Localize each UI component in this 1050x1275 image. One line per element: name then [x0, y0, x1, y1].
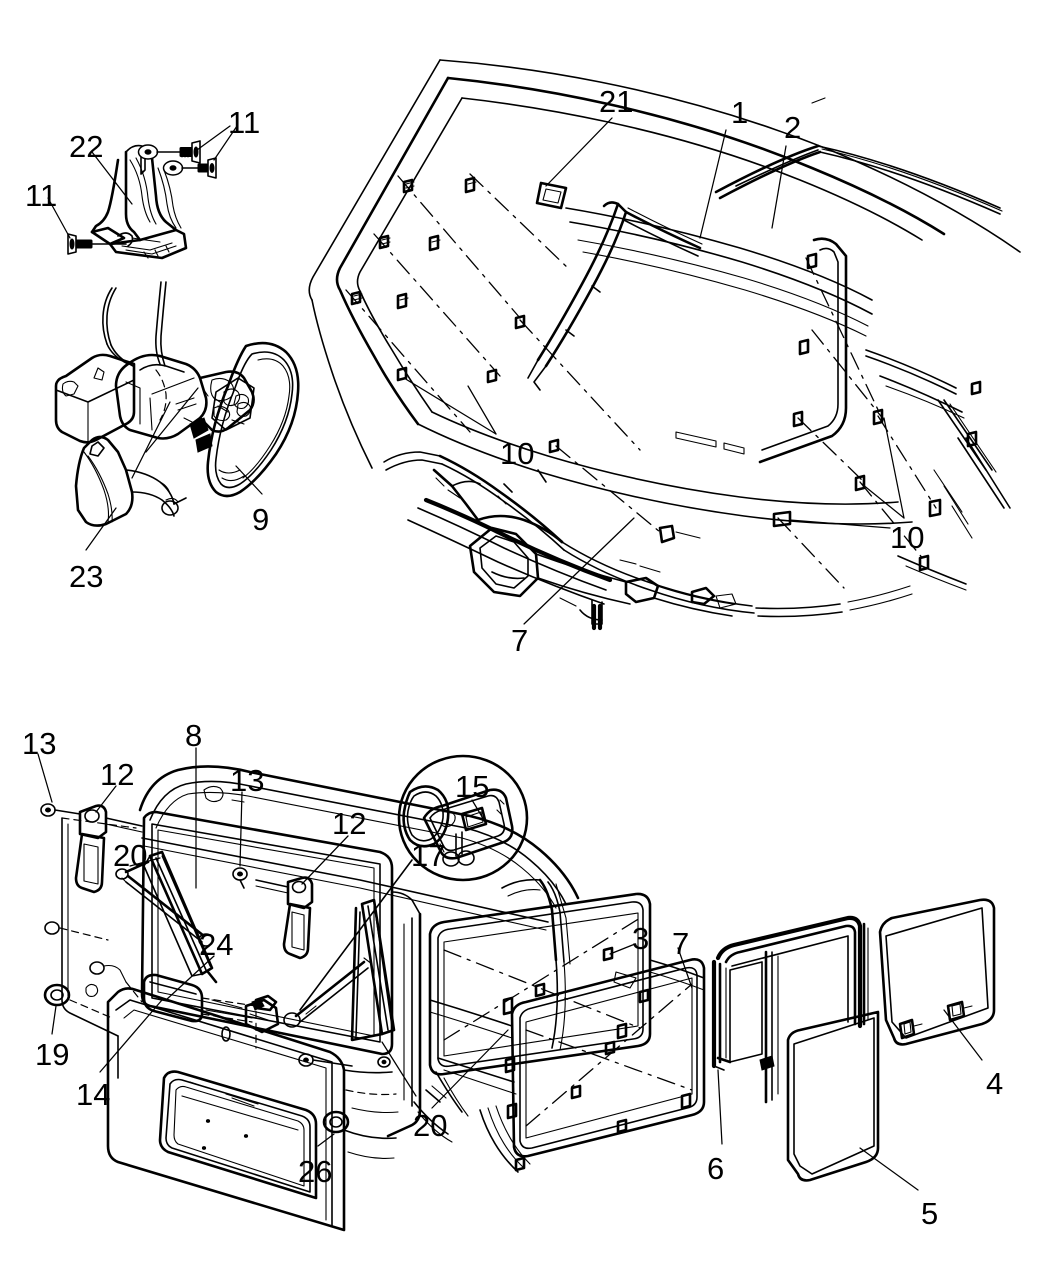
support-cylinder-20-right: [283, 898, 396, 1042]
liftgate-assembly: [37, 747, 580, 1232]
callout-10-b: 10: [890, 520, 925, 555]
callout-1: 1: [731, 95, 749, 130]
callout-4: 4: [986, 1066, 1004, 1101]
windshield-assembly: [308, 59, 1021, 631]
callout-2: 2: [784, 110, 802, 145]
callout-9: 9: [252, 502, 270, 537]
callout-20-a: 20: [113, 838, 148, 873]
upper-molding-2: [714, 97, 1003, 215]
callout-19: 19: [35, 1037, 70, 1072]
callout-12-a: 12: [100, 757, 135, 792]
callout-7-a: 7: [511, 623, 529, 658]
retainer-clips-10: [350, 176, 982, 572]
grommet-26: [322, 1110, 350, 1134]
callout-14: 14: [76, 1077, 111, 1112]
grommet-19: [43, 983, 71, 1007]
quarter-glass-assembly: [413, 878, 706, 1173]
sensor-pad-21: [535, 181, 568, 210]
callout-7-b: 7: [672, 926, 690, 961]
detail-circle-view: [299, 754, 529, 1011]
callout-12-b: 12: [332, 806, 367, 841]
hinge-12-left: [40, 803, 143, 894]
screw-11-c: [67, 233, 127, 255]
callout-5: 5: [921, 1196, 939, 1231]
callout-10-a: 10: [500, 436, 535, 471]
callout-8: 8: [185, 718, 203, 753]
callout-23: 23: [69, 559, 104, 594]
inside-mirror-assembly: [54, 281, 300, 551]
hinge-12-right: [232, 867, 314, 960]
callout-20-b: 20: [413, 1108, 448, 1143]
callout-3: 3: [632, 921, 650, 956]
callout-21: 21: [599, 84, 634, 119]
wiper-blade: [527, 201, 703, 391]
callout-26: 26: [298, 1154, 333, 1189]
assembly-axes: [345, 173, 937, 589]
callout-13-b: 13: [230, 763, 265, 798]
callout-15: 15: [455, 769, 490, 804]
callout-11-b: 11: [25, 178, 58, 213]
callout-13-a: 13: [22, 726, 57, 761]
callout-6: 6: [707, 1151, 725, 1186]
callout-11-a: 11: [228, 105, 261, 140]
screw-11-a: [156, 140, 201, 164]
support-cylinder-20-left: [115, 850, 218, 984]
mirror-bracket-assembly: [47, 125, 238, 260]
callout-17: 17: [411, 838, 446, 873]
cowl-assembly: [383, 451, 913, 631]
screw-11-b: [181, 157, 217, 179]
callout-22: 22: [69, 129, 104, 164]
callout-24: 24: [199, 927, 234, 962]
door-glass-assembly: [711, 898, 996, 1191]
